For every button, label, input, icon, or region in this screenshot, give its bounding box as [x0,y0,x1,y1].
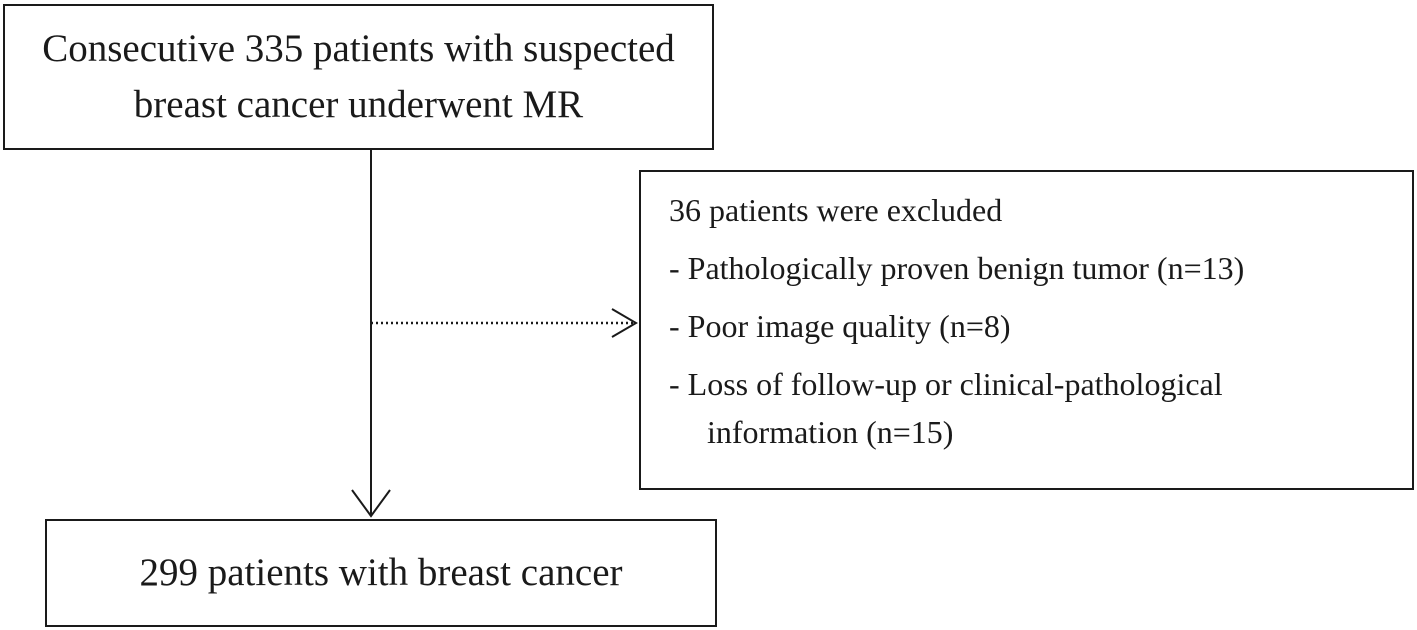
enrollment-box: Consecutive 335 patients with suspected … [3,4,714,150]
enrollment-text-line-1: Consecutive 335 patients with suspected [42,27,675,70]
exclusion-header: 36 patients were excluded [669,192,1003,228]
final-cohort-box: 299 patients with breast cancer [45,519,717,627]
exclusion-box: 36 patients were excluded - Pathological… [639,170,1414,490]
exclusion-item: - Pathologically proven benign tumor (n=… [669,250,1245,286]
exclusion-item: - Loss of follow-up or clinical-patholog… [669,366,1223,402]
final-cohort-text: 299 patients with breast cancer [139,551,623,594]
exclusion-item-continuation: information (n=15) [707,414,954,450]
enrollment-text-line-2: breast cancer underwent MR [133,83,584,126]
main-flow-arrowhead [351,489,391,518]
exclusion-item: - Poor image quality (n=8) [669,308,1011,344]
exclusion-branch-arrowhead [611,308,638,338]
